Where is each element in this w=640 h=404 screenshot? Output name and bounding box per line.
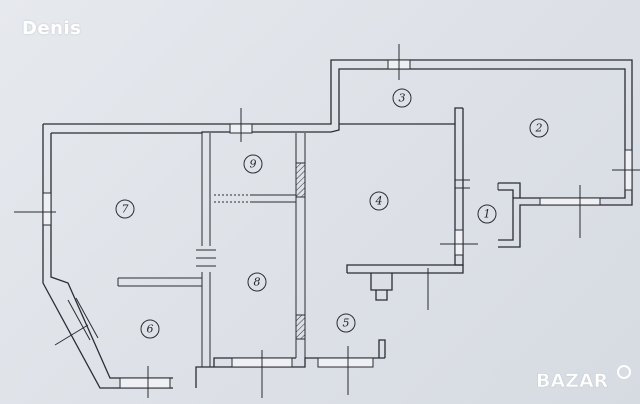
room-3-number: 3 [399,92,406,105]
room-5-number: 5 [343,317,350,330]
room-8-label: 8 [247,272,267,292]
room-6-number: 6 [147,323,154,336]
room-8-number: 8 [254,276,261,289]
room-labels: 1 2 3 4 5 6 7 [115,88,549,339]
room-7-number: 7 [122,203,129,216]
watermark-text: Denis [22,18,82,39]
room-1-number: 1 [484,208,491,221]
room-2-label: 2 [529,118,549,138]
room-7-label: 7 [115,199,135,219]
bazar-logo-emblem-icon [617,365,631,379]
interior-walls [117,133,521,367]
room-2-number: 2 [535,122,543,135]
room-3-label: 3 [392,88,412,108]
room-1-label: 1 [477,204,497,224]
bazar-logo: BAZAR [536,365,631,392]
windows [14,44,640,398]
room-9-number: 9 [250,158,257,171]
room-9-label: 9 [243,154,263,174]
room-6-label: 6 [140,319,160,339]
room-4-number: 4 [375,195,383,208]
room-5-label: 5 [336,313,356,333]
bazar-logo-text: BAZAR [536,370,609,392]
room-4-label: 4 [369,191,389,211]
outer-walls [42,59,633,389]
